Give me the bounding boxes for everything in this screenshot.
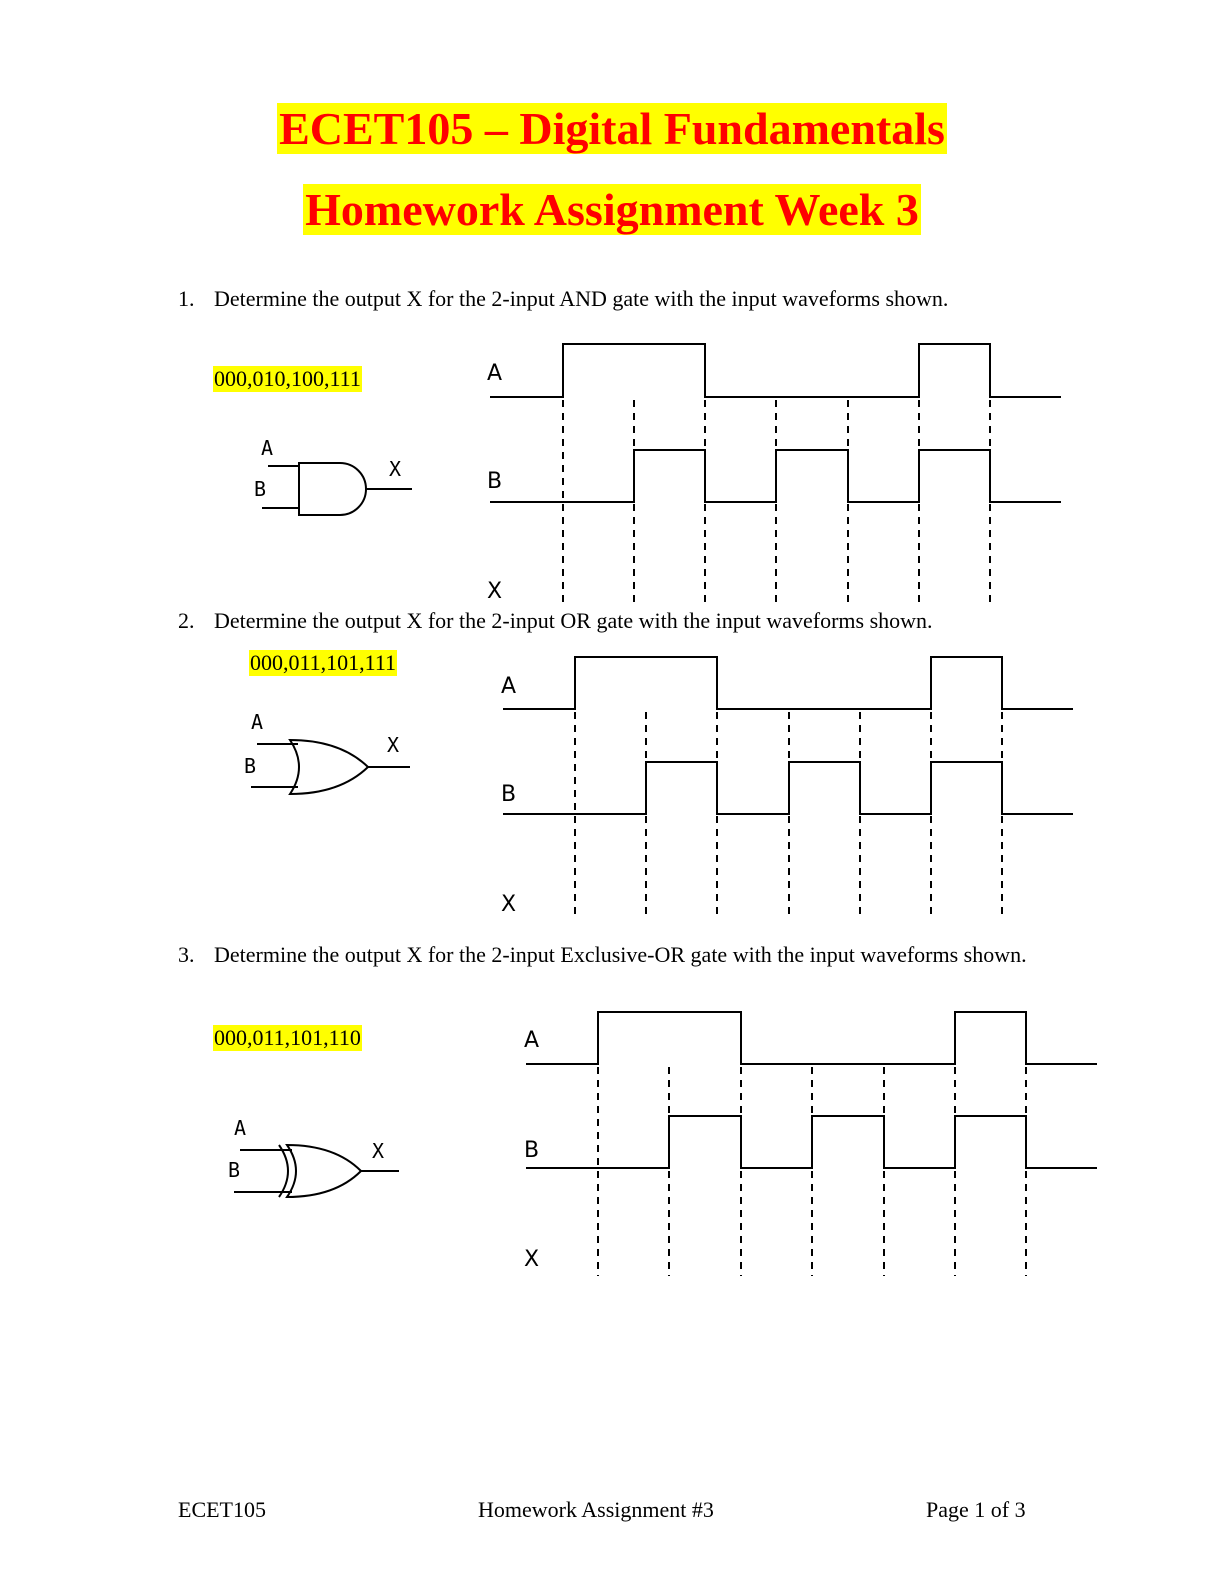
svg-text:A: A [501, 674, 516, 699]
waveform-b-1 [490, 449, 1061, 503]
svg-text:X: X [487, 579, 502, 604]
svg-text:A: A [524, 1028, 539, 1053]
waveform-b-2 [503, 761, 1073, 815]
question-2: 2.Determine the output X for the 2-input… [178, 608, 933, 633]
footer-title: Homework Assignment #3 [478, 1497, 714, 1522]
svg-text:X: X [501, 892, 516, 917]
waveforms-3: A B X [524, 1011, 1097, 1276]
svg-text:X: X [524, 1247, 539, 1272]
xor-gate-icon: A B X [228, 1116, 399, 1199]
waveforms-1: A B X [487, 343, 1061, 608]
svg-text:B: B [524, 1138, 539, 1163]
svg-text:B: B [254, 477, 266, 501]
waveform-a-3 [526, 1011, 1097, 1065]
svg-text:X: X [387, 733, 399, 757]
question-1: 1.Determine the output X for the 2-input… [178, 286, 949, 311]
svg-text:B: B [501, 782, 516, 807]
question-3: 3.Determine the output X for the 2-input… [178, 942, 1027, 967]
waveform-a-2 [503, 656, 1073, 710]
waveforms-2: A B X [501, 656, 1073, 920]
document-subtitle: Homework Assignment Week 3 [303, 184, 921, 235]
document-title: ECET105 – Digital Fundamentals [277, 103, 947, 154]
answer-2: 000,011,101,111 [249, 650, 398, 676]
svg-text:X: X [389, 457, 401, 481]
svg-text:A: A [487, 361, 502, 386]
waveform-a-1 [490, 343, 1061, 398]
or-gate-icon: A B X [244, 710, 410, 796]
svg-text:X: X [372, 1139, 384, 1163]
waveform-b-3 [526, 1115, 1097, 1169]
svg-text:A: A [251, 710, 263, 734]
footer-course: ECET105 [178, 1497, 266, 1522]
answer-1: 000,010,100,111 [213, 366, 362, 392]
footer-page-number: Page 1 of 3 [926, 1497, 1026, 1522]
and-gate-icon: A B X [254, 436, 412, 516]
svg-text:B: B [228, 1158, 240, 1182]
svg-text:A: A [261, 436, 273, 460]
answer-3: 000,011,101,110 [213, 1025, 362, 1051]
svg-text:B: B [244, 754, 256, 778]
svg-text:B: B [487, 469, 502, 494]
svg-text:A: A [234, 1116, 246, 1140]
